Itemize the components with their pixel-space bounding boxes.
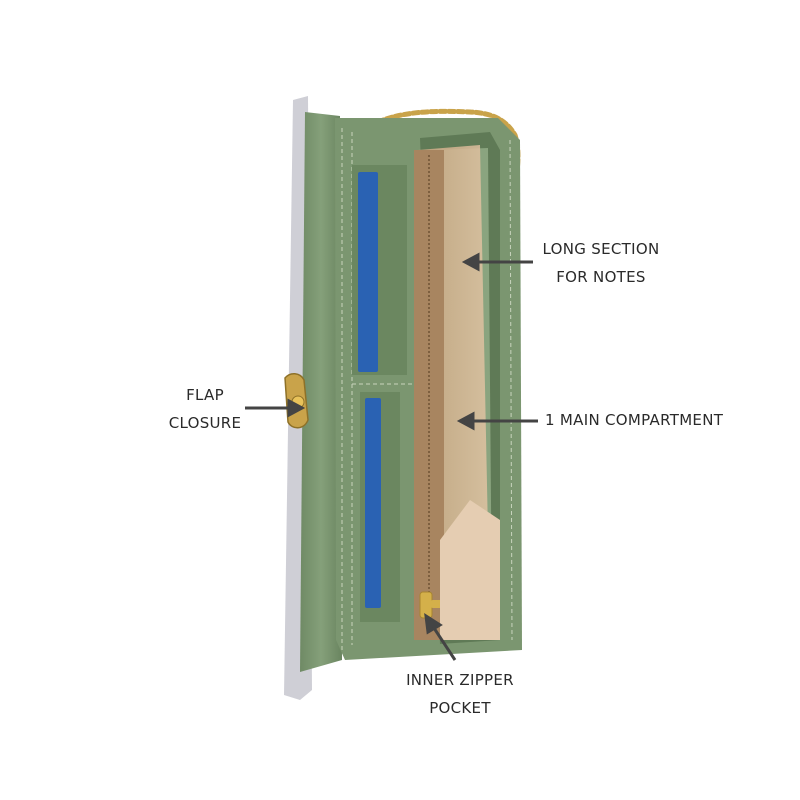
wallet-flap	[300, 112, 342, 672]
flap-label-line1: FLAP	[186, 386, 224, 404]
annotation-arrows	[245, 252, 538, 661]
main-label-line1: 1 MAIN COMPARTMENT	[545, 411, 724, 429]
main-compartment-label: 1 MAIN COMPARTMENT	[545, 406, 723, 434]
flap-closure-label: FLAP CLOSURE	[150, 381, 260, 437]
notes-section-label: LONG SECTION FOR NOTES	[526, 235, 676, 291]
notes-label-line2: FOR NOTES	[556, 268, 646, 286]
zipper	[414, 150, 474, 640]
card-slots	[352, 165, 412, 622]
zipper-label-line1: INNER ZIPPER	[406, 671, 514, 689]
zipper-label-line2: POCKET	[429, 699, 491, 717]
flap-label-line2: CLOSURE	[168, 414, 242, 432]
inner-zipper-pocket	[440, 500, 500, 640]
zipper-pocket-label: INNER ZIPPER POCKET	[400, 666, 520, 722]
notes-label-line1: LONG SECTION	[542, 240, 660, 258]
